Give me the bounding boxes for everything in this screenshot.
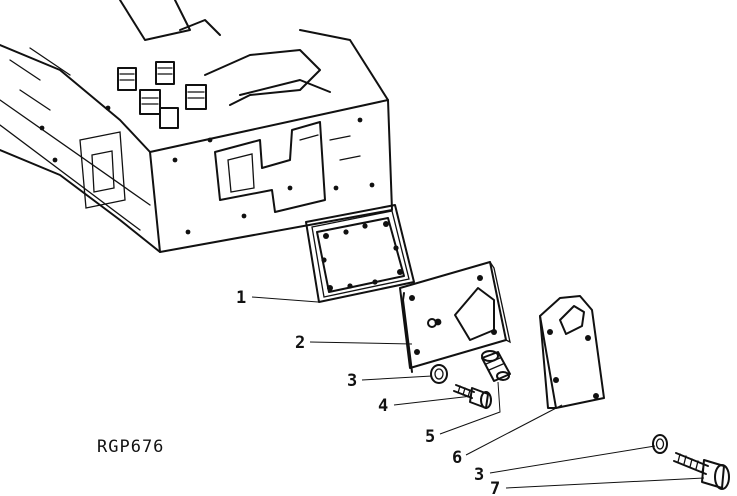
stud-nut-group [117, 61, 207, 129]
part-6-bracket [539, 295, 605, 409]
part-5-fitting [481, 350, 511, 382]
callout-3-lower: 3 [474, 465, 484, 485]
callout-2: 2 [295, 333, 305, 353]
figure-code: RGP676 [97, 437, 164, 457]
leader-lines [251, 296, 705, 489]
leader-line-5 [439, 381, 501, 435]
leader-line-2 [309, 341, 413, 345]
part-4-cap-screw [453, 384, 492, 409]
part-2-cover-plate [399, 261, 511, 373]
leader-line-7 [505, 477, 705, 489]
callout-labels: 1 2 3 4 5 6 3 7 [236, 288, 500, 496]
callout-6: 6 [452, 448, 462, 468]
callout-1: 1 [236, 288, 246, 308]
callout-7: 7 [490, 479, 500, 496]
part-3-washer-lower [652, 434, 668, 454]
leader-line-3a [361, 375, 433, 381]
leader-line-4 [393, 395, 473, 406]
callout-3-upper: 3 [347, 371, 357, 391]
leader-line-3b [489, 445, 656, 474]
part-1-gasket [305, 204, 415, 303]
part-7-bolt [673, 452, 730, 490]
leader-line-6 [465, 404, 563, 456]
leader-line-1 [251, 296, 319, 303]
engine-block [0, 0, 393, 253]
part-3-washer-upper [430, 364, 448, 384]
callout-4: 4 [378, 396, 388, 416]
callout-5: 5 [425, 427, 435, 447]
